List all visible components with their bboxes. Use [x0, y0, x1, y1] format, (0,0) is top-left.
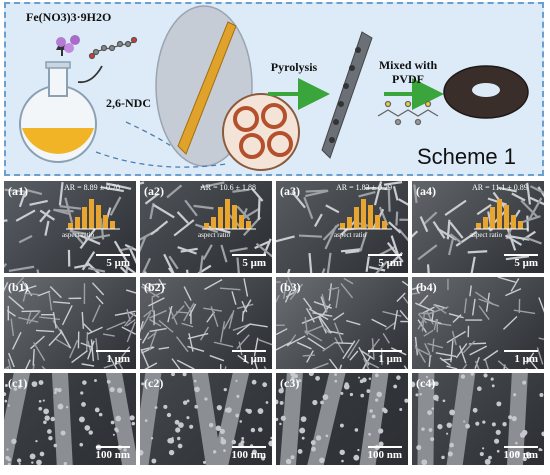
scale-label: 5 μm — [514, 257, 538, 269]
panel-label: (a1) — [8, 184, 28, 198]
flask-icon — [19, 38, 97, 163]
metal-ion-dots — [56, 35, 80, 53]
aspect-ratio-histogram — [202, 199, 256, 230]
sem-panel-c3: (c3) 100 nm — [276, 373, 408, 465]
sem-panel-c1: (c1) 100 nm — [4, 373, 136, 465]
panel-label: (c3) — [280, 376, 300, 390]
scale-label: 1 μm — [514, 353, 538, 365]
scale-label: 100 nm — [503, 449, 538, 461]
mof-structure — [222, 93, 300, 171]
panel-label: (b3) — [280, 280, 301, 294]
sem-texture — [412, 277, 544, 369]
histogram-xlabel: aspect ratio — [62, 231, 95, 239]
scale-label: 100 nm — [367, 449, 402, 461]
sem-panel-a2: AR = 10.6 ± 1.88 aspect ratio (a2) 5 μm — [140, 181, 272, 273]
reagent-label: Fe(NO3)3·9H2O — [26, 10, 112, 24]
scale-bar — [232, 446, 266, 448]
mof-pores — [233, 103, 293, 159]
scale-label: 5 μm — [106, 257, 130, 269]
scale-label: 1 μm — [378, 353, 402, 365]
histogram-xlabel: aspect ratio — [470, 231, 503, 239]
sem-panel-a3: AR = 1.83 ± 0.29 aspect ratio (a3) 5 μm — [276, 181, 408, 273]
scale-bar — [232, 350, 266, 352]
pvdf-chain-icon — [377, 100, 439, 126]
panel-label: (b4) — [416, 280, 437, 294]
sem-texture — [140, 373, 272, 465]
sem-texture — [276, 277, 408, 369]
sem-panel-b2: (b2) 1 μm — [140, 277, 272, 369]
panel-label: (a3) — [280, 184, 300, 198]
scale-label: 100 nm — [95, 449, 130, 461]
sem-panel-c2: (c2) 100 nm — [140, 373, 272, 465]
sem-panel-a4: AR = 11.1 ± 0.89 aspect ratio (a4) 5 μm — [412, 181, 544, 273]
sem-texture — [140, 181, 272, 273]
scale-bar — [368, 254, 402, 256]
scale-label: 5 μm — [242, 257, 266, 269]
sem-texture — [140, 278, 272, 369]
aspect-ratio-value: AR = 10.6 ± 1.88 — [200, 183, 257, 192]
linker-molecule-icon — [88, 36, 138, 60]
scheme-panel: Fe(NO3)3·9H2O 2,6-NDC Pyrolysis Mixed wi… — [4, 2, 544, 176]
panel-label: (c2) — [144, 376, 164, 390]
panel-label: (c1) — [8, 376, 28, 390]
scale-label: 100 nm — [231, 449, 266, 461]
aspect-ratio-value: AR = 1.83 ± 0.29 — [336, 183, 393, 192]
histogram-xlabel: aspect ratio — [334, 231, 367, 239]
sem-texture — [276, 373, 408, 465]
scale-bar — [504, 254, 538, 256]
panel-label: (b2) — [144, 280, 165, 294]
aspect-ratio-histogram — [338, 199, 392, 230]
scale-bar — [96, 446, 130, 448]
scale-label: 1 μm — [242, 353, 266, 365]
sem-texture — [412, 373, 544, 465]
scheme-title: Scheme 1 — [416, 144, 516, 169]
panel-label: (b1) — [8, 280, 29, 294]
aspect-ratio-value: AR = 11.1 ± 0.89 — [472, 183, 528, 192]
aspect-ratio-histogram — [66, 199, 120, 230]
scale-bar — [96, 254, 130, 256]
scale-bar — [368, 350, 402, 352]
panel-label: (c4) — [416, 376, 436, 390]
sem-texture — [276, 181, 408, 273]
scale-bar — [504, 350, 538, 352]
scale-label: 1 μm — [106, 353, 130, 365]
scale-bar — [504, 446, 538, 448]
panel-label: (a2) — [144, 184, 164, 198]
panel-label: (a4) — [416, 184, 436, 198]
sem-texture — [4, 277, 136, 369]
aspect-ratio-histogram — [474, 199, 528, 230]
scale-label: 5 μm — [378, 257, 402, 269]
sem-panel-c4: (c4) 100 nm — [412, 373, 544, 465]
scheme-illustration — [19, 5, 529, 171]
pyrolysis-label: Pyrolysis — [270, 60, 318, 74]
scale-bar — [232, 254, 266, 256]
toroid-sample — [443, 65, 529, 119]
sem-texture — [4, 373, 136, 465]
histogram-xlabel: aspect ratio — [198, 231, 231, 239]
mix-label-1: Mixed with — [378, 58, 438, 72]
sem-panel-a1: AR = 8.89 ± 0.70 aspect ratio (a1) 5 μm — [4, 181, 136, 273]
carbon-rod — [321, 31, 373, 159]
scale-bar — [96, 350, 130, 352]
linker-label: 2,6-NDC — [106, 96, 151, 110]
mix-label-2: PVDF — [392, 72, 424, 86]
rod-crystal — [177, 21, 237, 155]
sem-panel-b4: (b4) 1 μm — [412, 277, 544, 369]
sem-texture — [4, 181, 136, 273]
scale-bar — [368, 446, 402, 448]
sem-panel-b3: (b3) 1 μm — [276, 277, 408, 369]
sem-panel-b1: (b1) 1 μm — [4, 277, 136, 369]
aspect-ratio-value: AR = 8.89 ± 0.70 — [64, 183, 121, 192]
